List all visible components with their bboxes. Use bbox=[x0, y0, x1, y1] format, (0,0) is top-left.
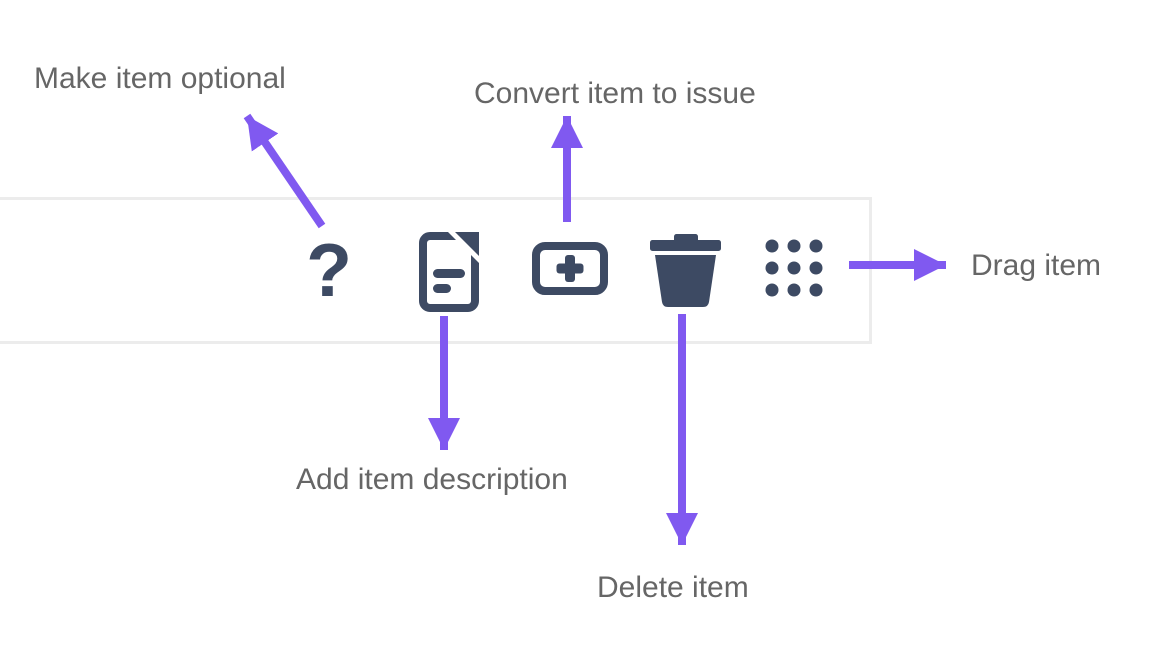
add-item-description-label: Add item description bbox=[296, 463, 568, 496]
make-optional-button[interactable]: ? bbox=[299, 229, 359, 311]
delete-button[interactable] bbox=[649, 234, 722, 308]
add-description-button[interactable] bbox=[419, 232, 479, 312]
checklist-item-row: ? bbox=[0, 197, 872, 344]
convert-item-to-issue-label: Convert item to issue bbox=[474, 77, 756, 110]
drag-handle[interactable] bbox=[764, 238, 824, 298]
document-icon bbox=[419, 232, 479, 312]
delete-item-label: Delete item bbox=[597, 571, 749, 604]
drag-item-label: Drag item bbox=[971, 249, 1102, 282]
plus-box-icon bbox=[532, 242, 608, 295]
make-item-optional-label: Make item optional bbox=[34, 62, 286, 95]
question-mark-icon: ? bbox=[306, 228, 352, 312]
grip-dots-icon bbox=[764, 238, 824, 298]
trash-icon bbox=[649, 234, 722, 308]
convert-to-issue-button[interactable] bbox=[532, 242, 608, 295]
